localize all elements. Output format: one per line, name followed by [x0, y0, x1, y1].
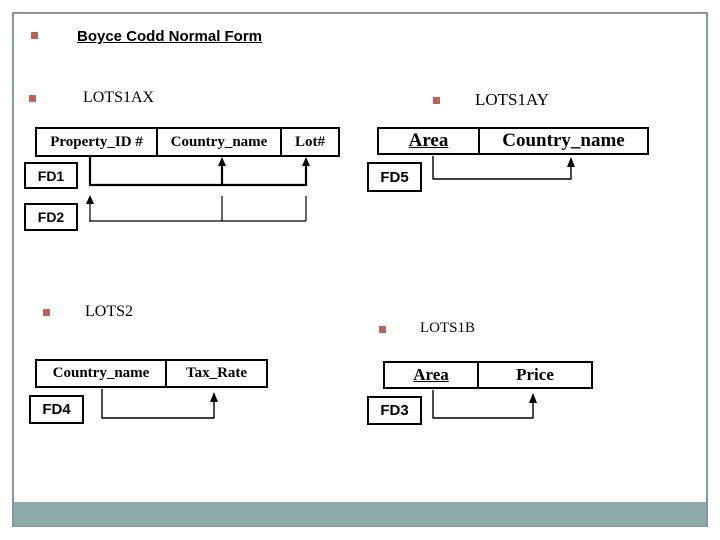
- title-bullet-icon: [31, 32, 38, 39]
- table-lots1b: Area Price: [383, 361, 593, 389]
- slide-frame: [12, 12, 708, 527]
- fd2-label: FD2: [37, 209, 65, 225]
- table-lots2: Country_name Tax_Rate: [35, 359, 268, 388]
- column-header-area: Area: [379, 129, 480, 153]
- fd1-label: FD1: [37, 167, 65, 184]
- column-header-property-id: Property_ID #: [37, 129, 158, 155]
- table-lots1ax: Property_ID # Country_name Lot#: [35, 127, 340, 157]
- column-header-tax-rate: Tax_Rate: [185, 365, 248, 381]
- fd4-box: FD4: [29, 395, 84, 424]
- column-header-price: Price: [516, 365, 554, 384]
- column-header-lot: Lot#: [295, 133, 325, 150]
- column-header-country-name: Country_name: [37, 361, 167, 386]
- section-label-lots1ax: LOTS1AX: [83, 89, 155, 106]
- section-label-lots1ay: LOTS1AY: [475, 90, 549, 109]
- fd2-box: FD2: [24, 203, 78, 231]
- fd4-label: FD4: [42, 401, 71, 418]
- lots1b-bullet-icon: [379, 326, 386, 333]
- fd5-box: FD5: [367, 162, 422, 192]
- column-header-country-name: Country_name: [158, 129, 282, 155]
- section-label-lots2: LOTS2: [85, 303, 133, 320]
- lots2-bullet-icon: [43, 309, 50, 316]
- table-lots1ay: Area Country_name: [377, 127, 649, 155]
- fd5-label: FD5: [380, 168, 409, 186]
- lots1ax-bullet-icon: [29, 95, 36, 102]
- fd3-box: FD3: [367, 396, 422, 425]
- footer-accent-bar: [14, 502, 706, 526]
- section-label-lots1b: LOTS1B: [420, 320, 476, 336]
- column-header-country-name: Country_name: [502, 130, 625, 151]
- lots1ay-bullet-icon: [433, 97, 440, 104]
- column-header-area: Area: [385, 363, 479, 387]
- fd1-box: FD1: [24, 162, 78, 189]
- fd3-label: FD3: [380, 402, 409, 419]
- page-title: Boyce Codd Normal Form: [77, 28, 263, 45]
